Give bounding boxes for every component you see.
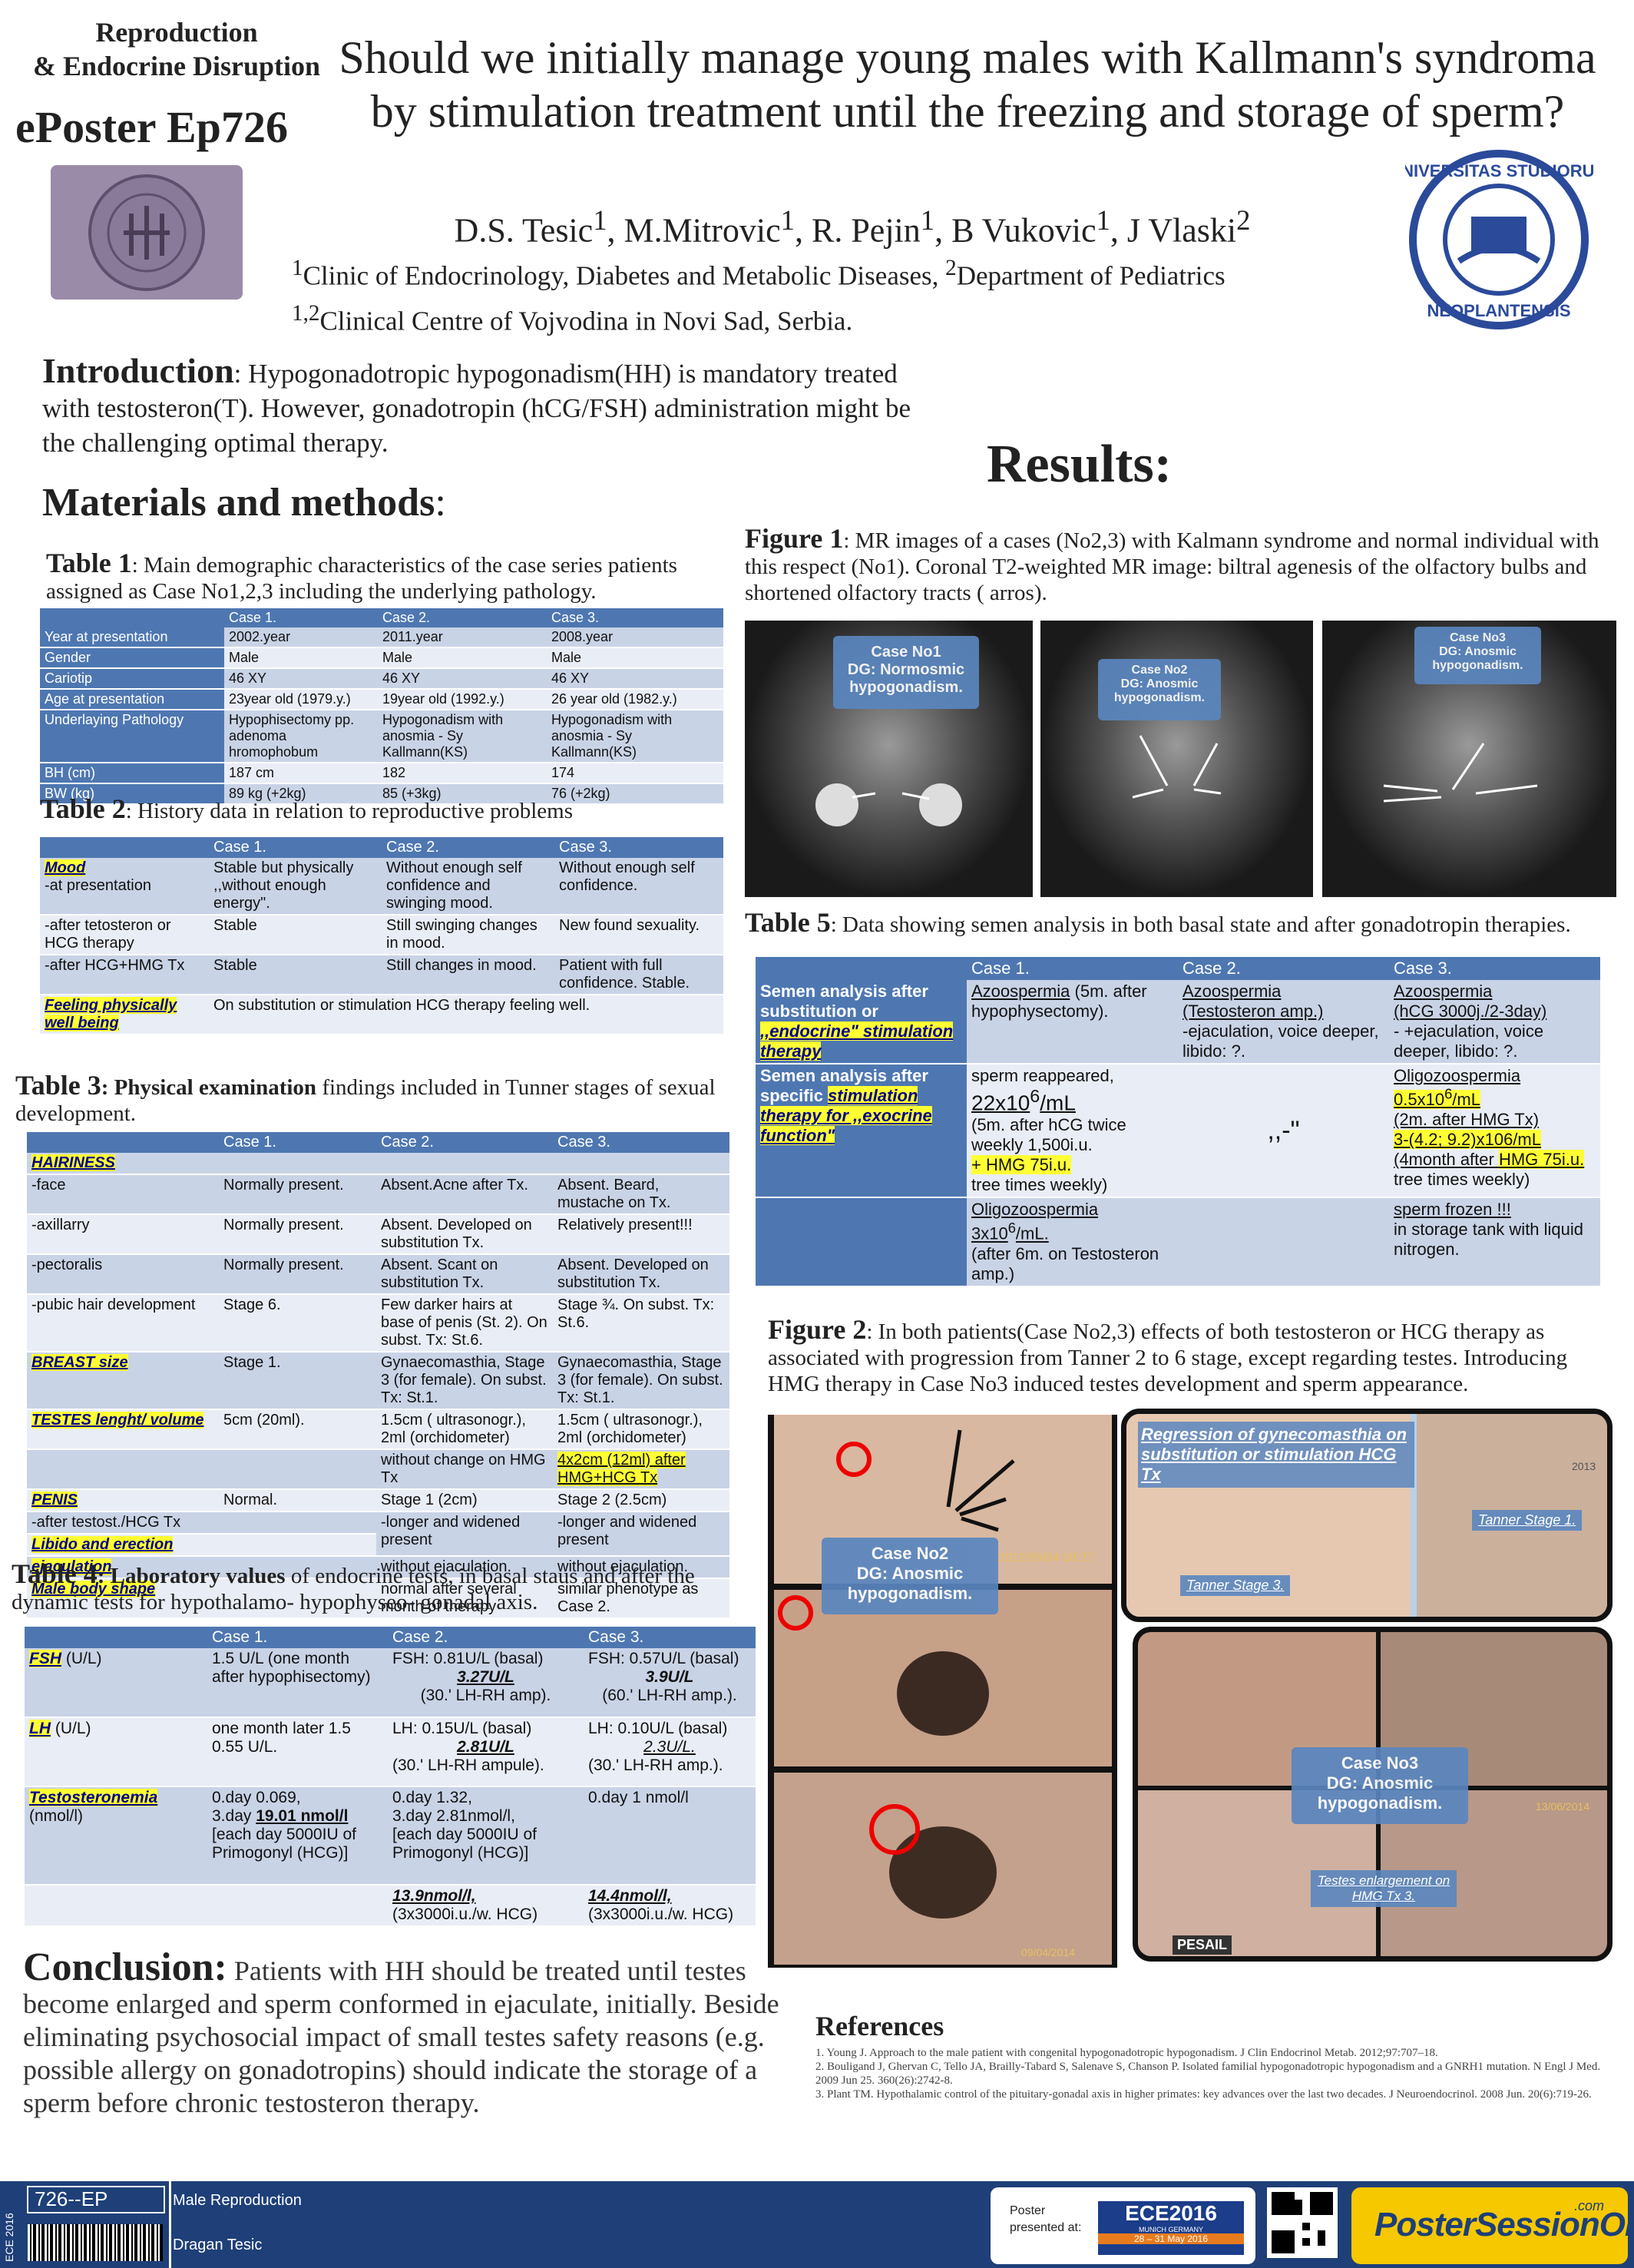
conclusion-heading: Conclusion:	[23, 1945, 227, 1989]
introduction: Introduction: Hypogonadotropic hypogonad…	[42, 351, 911, 459]
figure1-caption: Figure 1: MR images of a cases (No2,3) w…	[745, 523, 1599, 605]
introduction-heading: Introduction	[42, 351, 234, 390]
qr-code-icon[interactable]	[1267, 2187, 1338, 2258]
footer-category: Male Reproduction	[173, 2192, 302, 2209]
presented-label-1: Poster	[1010, 2204, 1046, 2217]
photo-timestamp-3: 13/06/2014	[1536, 1800, 1590, 1813]
table5-caption: Table 5: Data showing semen analysis in …	[745, 907, 1571, 938]
affiliations: 1Clinic of Endocrinology, Diabetes and M…	[292, 256, 1226, 336]
table4: Case 1.Case 2.Case 3. FSH (U/L)1.5 U/L (…	[25, 1627, 756, 1927]
university-seal-logo: UNIVERSITAS STUDIORUM NEOPLANTENSIS	[1389, 146, 1609, 334]
ece2016-logo: ECE2016 MUNICH GERMANY 28 – 31 May 2016	[1098, 2201, 1244, 2255]
svg-text:NEOPLANTENSIS: NEOPLANTENSIS	[1427, 301, 1570, 320]
presented-at-box: Poster presented at: ECE2016 MUNICH GERM…	[991, 2187, 1255, 2264]
poster-session-online-logo[interactable]: PosterSessionOnline .com	[1351, 2187, 1634, 2264]
table4-caption: Table 4: Laboratory values of endocrine …	[12, 1558, 695, 1614]
conclusion: Conclusion: Patients with HH should be t…	[23, 1945, 779, 2119]
pso-domain: .com	[1574, 2198, 1605, 2213]
reference-1: 1. Young J. Approach to the male patient…	[815, 2047, 1438, 2059]
table1-caption: Table 1: Main demographic characteristic…	[46, 548, 677, 604]
authors: D.S. Tesic1, M.Mitrovic1, R. Pejin1, B V…	[454, 204, 1251, 250]
figure2-caption: Figure 2: In both patients(Case No2,3) e…	[768, 1314, 1568, 1396]
reference-2: 2. Bouligand J, Ghervan C, Tello JA, Bra…	[815, 2061, 1601, 2087]
faculty-seal-logo	[51, 165, 243, 300]
footer-bar: ECE 2016 726--EP Male Reproduction Draga…	[0, 2181, 1634, 2268]
gynecomastia-label: Regression of gynecomasthia on substitut…	[1138, 1422, 1414, 1488]
presented-label-2: presented at:	[1010, 2221, 1082, 2234]
footer-code: 726--EP	[27, 2186, 165, 2213]
footer-author: Dragan Tesic	[173, 2237, 263, 2253]
svg-text:UNIVERSITAS STUDIORUM: UNIVERSITAS STUDIORUM	[1405, 161, 1593, 180]
table2: Case 1.Case 2.Case 3. Mood-at presentati…	[40, 837, 723, 1035]
photo-timestamp-1: 2012/09/04 08:27	[998, 1551, 1094, 1564]
photo-year: 2013	[1572, 1460, 1596, 1472]
methods-heading: Materials and methods:	[42, 481, 446, 525]
barcode-icon	[28, 2224, 163, 2261]
pesail-tag: PESAIL	[1173, 1935, 1232, 1955]
track-line1: Reproduction	[95, 17, 258, 48]
references-heading: References	[815, 2011, 944, 2041]
table2-caption: Table 2: History data in relation to rep…	[40, 793, 573, 824]
reference-3: 3. Plant TM. Hypothalamic control of the…	[815, 2088, 1592, 2101]
results-heading: Results:	[987, 435, 1173, 494]
gynecomastia-photos: Regression of gynecomasthia on substitut…	[1121, 1409, 1612, 1622]
photo-timestamp-2: 09/04/2014	[1021, 1946, 1076, 1958]
table1: Case 1.Case 2.Case 3. Year at presentati…	[40, 608, 723, 805]
table5: Case 1.Case 2.Case 3. Semen analysis aft…	[756, 957, 1600, 1287]
references: References 1. Young J. Approach to the m…	[815, 2011, 1614, 2101]
conference-track: Reproduction & Endocrine Disruption	[15, 15, 338, 83]
testes-enlargement-label: Testes enlargement on HMG Tx 3.	[1311, 1870, 1457, 1907]
case2-photo-genital-2	[774, 1773, 1112, 1965]
case2-photo-genital	[774, 1590, 1112, 1766]
table3-caption: Table 3: Physical examination findings i…	[15, 1070, 716, 1126]
tanner-stage3-label: Tanner Stage 3.	[1180, 1575, 1291, 1596]
footer-side-label: ECE 2016	[3, 2213, 15, 2262]
tanner-stage1-label: Tanner Stage 1.	[1472, 1510, 1583, 1531]
poster-title: Should we initially manage young males w…	[339, 32, 1596, 137]
eposter-id: ePoster Ep726	[15, 102, 288, 152]
track-line2: & Endocrine Disruption	[32, 51, 321, 81]
